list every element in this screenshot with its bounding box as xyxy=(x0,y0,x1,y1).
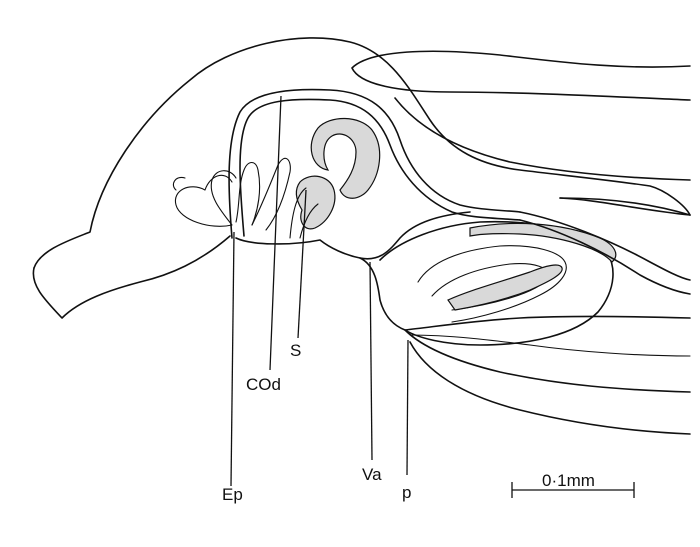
va-duct xyxy=(359,257,406,331)
label-cod: COd xyxy=(246,375,281,394)
label-p: p xyxy=(402,483,411,502)
p-organ xyxy=(379,220,617,346)
dorsal-layer xyxy=(394,97,691,181)
scale-bar-label: 0·1mm xyxy=(542,471,595,490)
s-organ xyxy=(289,117,381,239)
right-continuation xyxy=(519,197,691,295)
s-leader xyxy=(297,189,307,339)
ventral-layers xyxy=(404,315,691,435)
body-ventral-outline xyxy=(32,235,231,319)
cod-leader xyxy=(269,95,282,371)
p-leader xyxy=(406,339,409,476)
cod-duct xyxy=(228,88,521,239)
dorsal-fold xyxy=(351,50,691,101)
ep-lobes xyxy=(172,157,291,231)
scale-bar: 0·1mm xyxy=(511,471,635,498)
ep-leader xyxy=(230,231,235,487)
label-s: S xyxy=(290,341,301,360)
ventral-inner xyxy=(409,334,691,357)
label-va: Va xyxy=(362,465,382,484)
va-leader xyxy=(369,261,373,461)
label-ep: Ep xyxy=(222,485,243,504)
chamber-floor xyxy=(235,211,471,260)
